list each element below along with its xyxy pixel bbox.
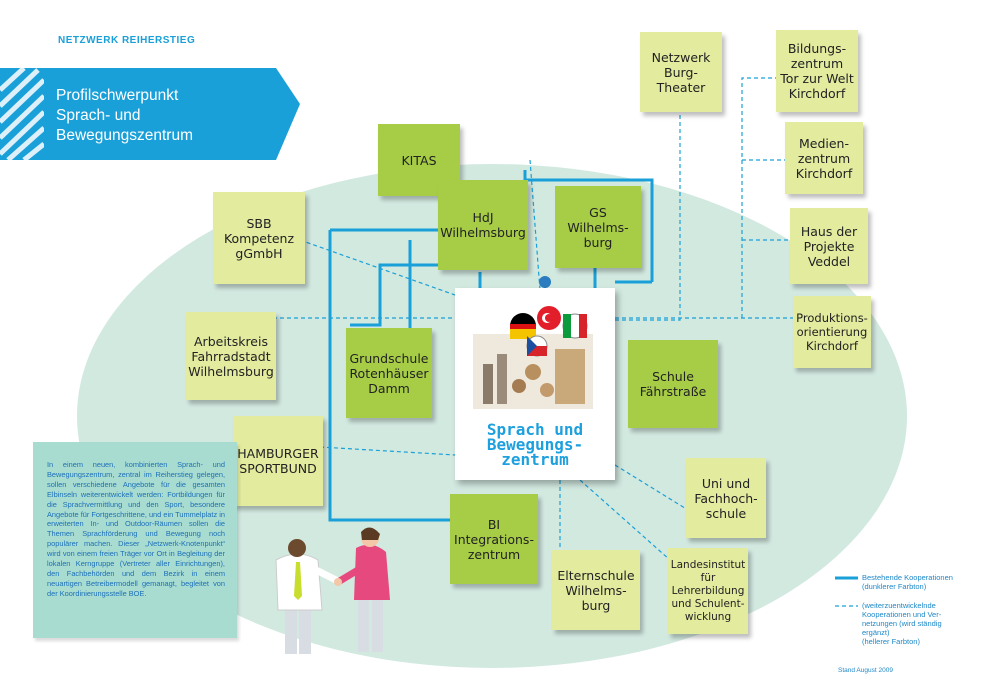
legend-existing: Bestehende Kooperationen (dunklerer Farb… (862, 573, 953, 591)
node-grundschule: Grundschule Rotenhäuser Damm (346, 328, 432, 418)
existing-connections (328, 170, 654, 522)
node-haus-der-projekte: Haus der Projekte Veddel (790, 208, 868, 284)
intro-text: In einem neuen, kombinierten Sprach- und… (33, 442, 237, 638)
node-netzwerk-burgtheater: Netzwerk Burg- Theater (640, 32, 722, 112)
node-medienzentrum: Medien- zentrum Kirchdorf (785, 122, 863, 194)
title-line-2: Sprach- und (56, 107, 141, 124)
node-sbb: SBB Kompetenz gGmbH (213, 192, 305, 284)
node-bildungszentrum: Bildungs- zentrum Tor zur Welt Kirchdorf (776, 30, 858, 112)
node-bi-integrationszentrum: BI Integrations- zentrum (450, 494, 538, 584)
date-stamp: Stand August 2009 (838, 667, 893, 674)
node-elternschule: Elternschule Wilhelms- burg (552, 550, 640, 630)
people-illustration (275, 527, 390, 654)
node-landesinstitut: Landesinstitut für Lehrerbildung und Sch… (668, 548, 748, 634)
node-arbeitskreis: Arbeitskreis Fahrradstadt Wilhelmsburg (186, 312, 276, 400)
node-hdj: HdJ Wilhelmsburg (438, 180, 528, 270)
brand-label: NETZWERK REIHERSTIEG (58, 35, 196, 46)
node-uni-fachhochschule: Uni und Fachhoch- schule (686, 458, 766, 538)
center-title: Sprach und Bewegungs- zentrum (486, 420, 584, 469)
children-flags-illustration (473, 306, 593, 409)
node-gs: GS Wilhelms- burg (555, 186, 641, 268)
title-line-3: Bewegungszentrum (56, 127, 193, 144)
banner-arrow (0, 66, 300, 162)
page-title: Profilschwerpunkt Sprach- und Bewegungsz… (56, 86, 256, 146)
legend-planned: (weiterzuentwickelnde Kooperationen und … (862, 601, 942, 646)
node-produktionsorientierung: Produktions- orientierung Kirchdorf (793, 296, 871, 368)
node-schule-faehrstrasse: Schule Fährstraße (628, 340, 718, 428)
title-line-1: Profilschwerpunkt (56, 87, 179, 104)
pin-icon (539, 276, 551, 288)
center-card (455, 288, 615, 480)
planned-connections (273, 77, 795, 561)
node-hamburger-sportbund: HAMBURGER SPORTBUND (233, 416, 323, 506)
